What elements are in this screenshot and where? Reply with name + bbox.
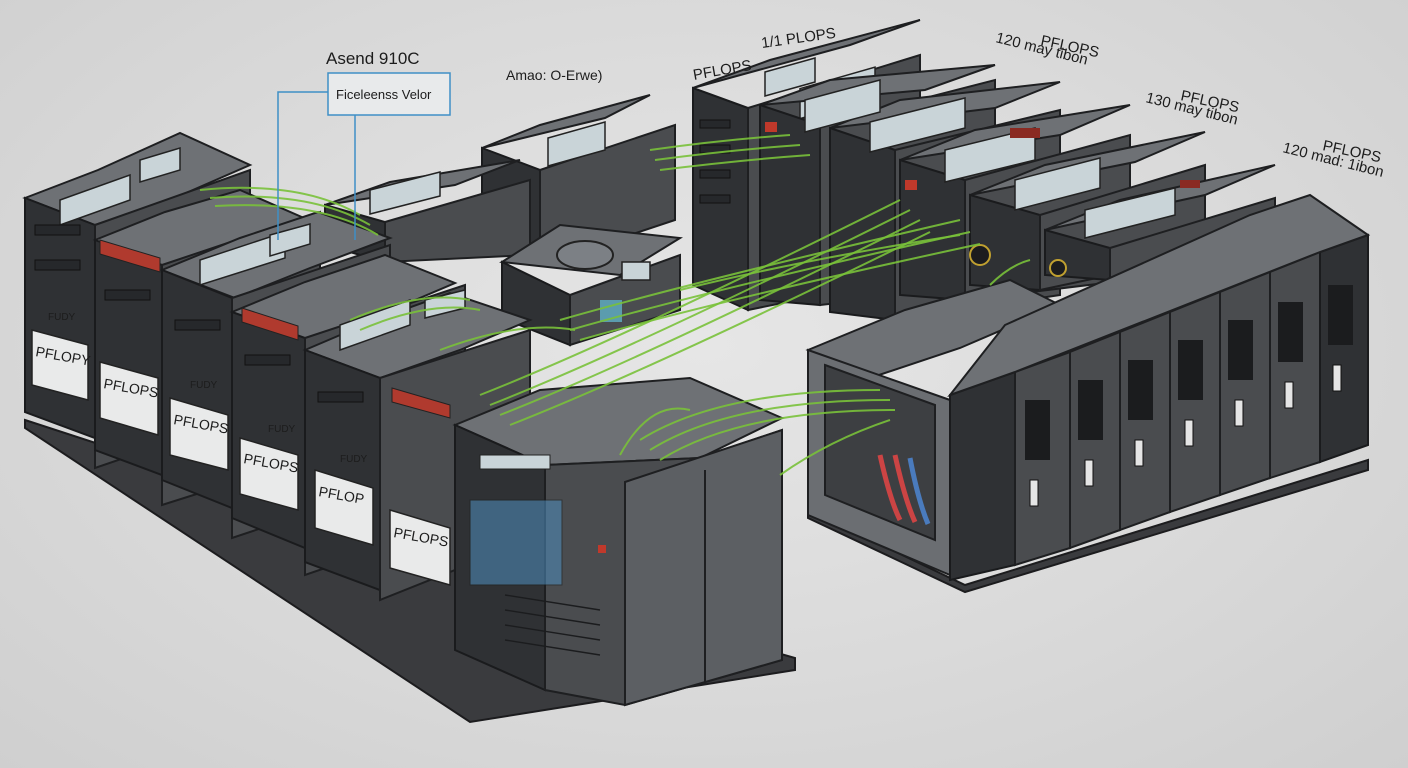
fiber-cables — [199, 134, 1031, 476]
callout: Ficeleenss Velor Asend 910C Amao: O-Erwe… — [277, 49, 602, 240]
title-label: Asend 910C — [326, 49, 420, 68]
front-right-rack-row — [805, 193, 1371, 582]
badge-2: FUDY — [190, 380, 218, 391]
rack-grilles — [1025, 285, 1353, 460]
pflops-tags: PFLOPY PFLOPS PFLOPS PFLOPS PFLOP PFLOPS… — [31, 312, 451, 586]
right-floor-plate — [807, 458, 1369, 594]
badge-1: FUDY — [48, 312, 76, 323]
callout-text: Ficeleenss Velor — [336, 87, 432, 102]
tag-5: PFLOP — [317, 483, 365, 507]
badge-3: FUDY — [268, 424, 296, 435]
cabinet-vents — [504, 594, 601, 656]
callout-box — [327, 72, 451, 116]
badge-4: FUDY — [340, 454, 368, 465]
module-label: Amao: O-Erwe) — [506, 67, 602, 83]
